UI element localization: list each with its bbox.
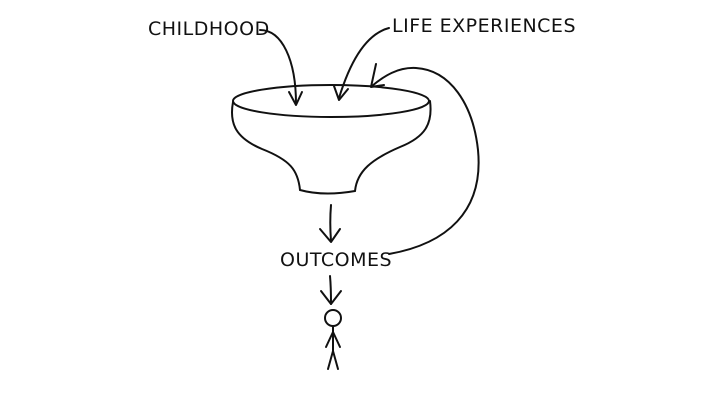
childhood-arrow (259, 29, 303, 106)
label-childhood: CHILDHOOD (148, 18, 270, 40)
funnel-to-outcomes-arrow (319, 204, 341, 243)
life-experiences-arrow (333, 27, 390, 101)
funnel-rim (232, 84, 430, 118)
stick-figure-icon (324, 309, 342, 370)
outcomes-to-person-arrow (320, 275, 342, 305)
label-life-experiences: LIFE EXPERIENCES (392, 15, 577, 37)
funnel-shape (231, 84, 432, 195)
label-outcomes: OUTCOMES (280, 249, 393, 271)
feedback-loop-arrow (370, 63, 480, 255)
